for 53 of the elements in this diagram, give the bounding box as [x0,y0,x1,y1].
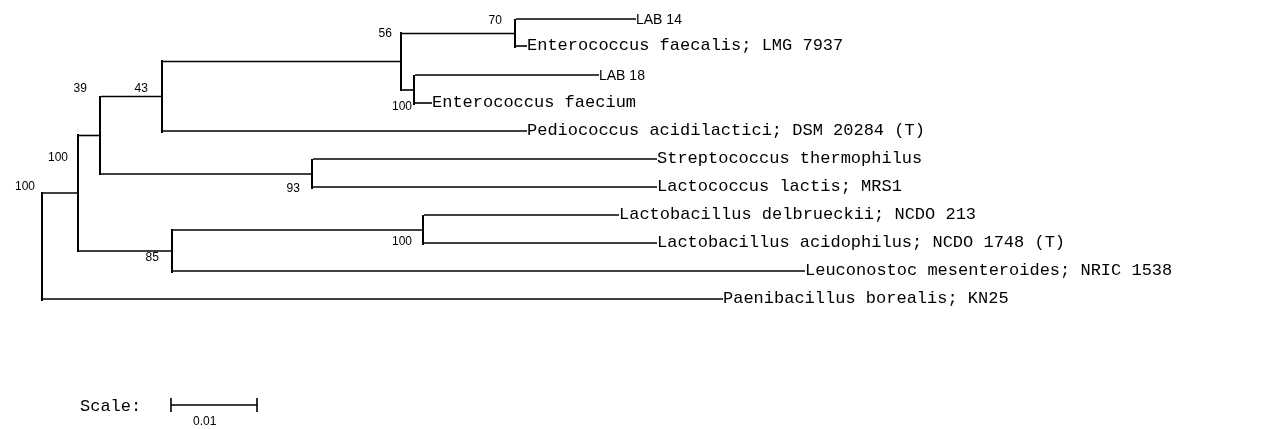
taxon-label: Pediococcus acidilactici; DSM 20284 (T) [527,121,925,141]
branch-line [414,102,433,104]
bootstrap-value: 39 [73,81,87,95]
branch-line [172,229,423,231]
branch-line [100,173,312,175]
branch-line [312,158,658,160]
clade-line [161,60,163,133]
branch-line [78,250,172,252]
branch-line [162,60,401,63]
bootstrap-value: 100 [48,150,69,164]
branch-line [78,134,100,137]
branch-line [162,130,528,132]
branch-line [414,74,600,76]
branch-line [312,186,658,188]
taxon-label: Lactobacillus acidophilus; NCDO 1748 (T) [657,233,1066,253]
clade-line [422,215,424,245]
bootstrap-value: 93 [286,181,300,195]
clade-line [77,134,79,252]
clade-line [41,192,43,301]
taxon-label: Leuconostoc mesenteroides; NRIC 1538 [805,261,1173,281]
scale-value: 0.01 [193,414,217,428]
taxon-label: LAB 14 [636,9,682,29]
taxon-label: Streptococcus thermophilus [657,149,923,169]
branch-line [42,192,78,194]
taxon-label: Lactococcus lactis; MRS1 [657,177,902,197]
taxon-label: Paenibacillus borealis; KN25 [723,289,1009,309]
clade-line [311,159,313,189]
branch-line [515,45,528,47]
branch-line [401,89,414,91]
bootstrap-value: 85 [145,250,159,264]
clade-line [171,229,173,273]
branch-line [515,18,637,20]
clade-line [99,96,101,175]
branch-line [401,32,515,35]
bootstrap-value: 100 [392,99,413,113]
bootstrap-value: 100 [15,179,36,193]
bootstrap-value: 100 [392,234,413,248]
branch-line [423,242,658,244]
clade-line [514,19,516,48]
branch-line [172,270,806,272]
taxon-label: LAB 18 [599,65,645,85]
branch-line [100,95,162,98]
scale-label: Scale: [80,397,142,417]
taxon-label: Lactobacillus delbrueckii; NCDO 213 [619,205,977,225]
taxon-label: Enterococcus faecium [432,93,637,113]
clade-line [400,32,402,91]
clade-line [413,75,415,105]
bootstrap-value: 70 [488,13,502,27]
branch-line [42,298,724,300]
bootstrap-value: 43 [134,81,148,95]
bootstrap-value: 56 [378,26,392,40]
taxon-label: Enterococcus faecalis; LMG 7937 [527,36,844,56]
branch-line [423,214,620,216]
